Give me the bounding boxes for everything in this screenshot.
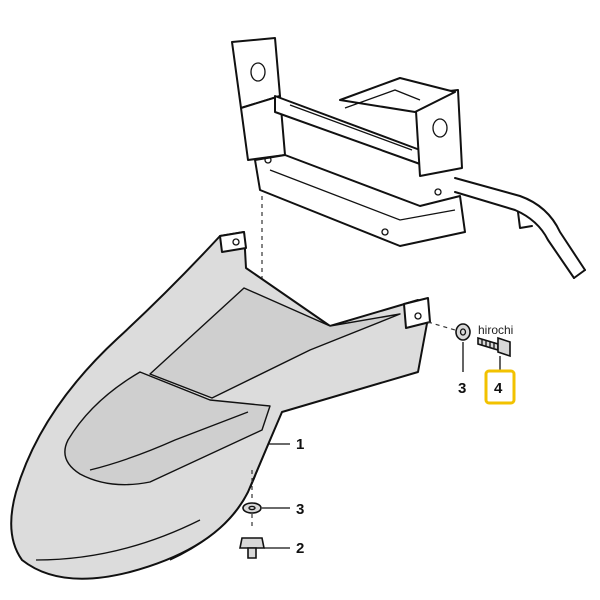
bolt-lower (239, 537, 265, 559)
leader-lines (262, 443, 290, 549)
washer-lower (242, 502, 262, 514)
bolt-upper (477, 336, 511, 358)
rear-fender (10, 231, 456, 580)
upper-hardware (455, 323, 511, 372)
callout-bolt-upper: 4 (494, 380, 503, 397)
callout-bolt-lower: 2 (296, 540, 304, 557)
callout-washer-upper: 3 (458, 380, 466, 397)
watermark: hirochi (478, 323, 513, 337)
highlight-box (484, 369, 516, 405)
callout-washer-lower: 3 (296, 501, 304, 518)
washer-upper (455, 323, 471, 341)
frame-bracket (231, 37, 586, 300)
callout-fender: 1 (296, 436, 304, 453)
